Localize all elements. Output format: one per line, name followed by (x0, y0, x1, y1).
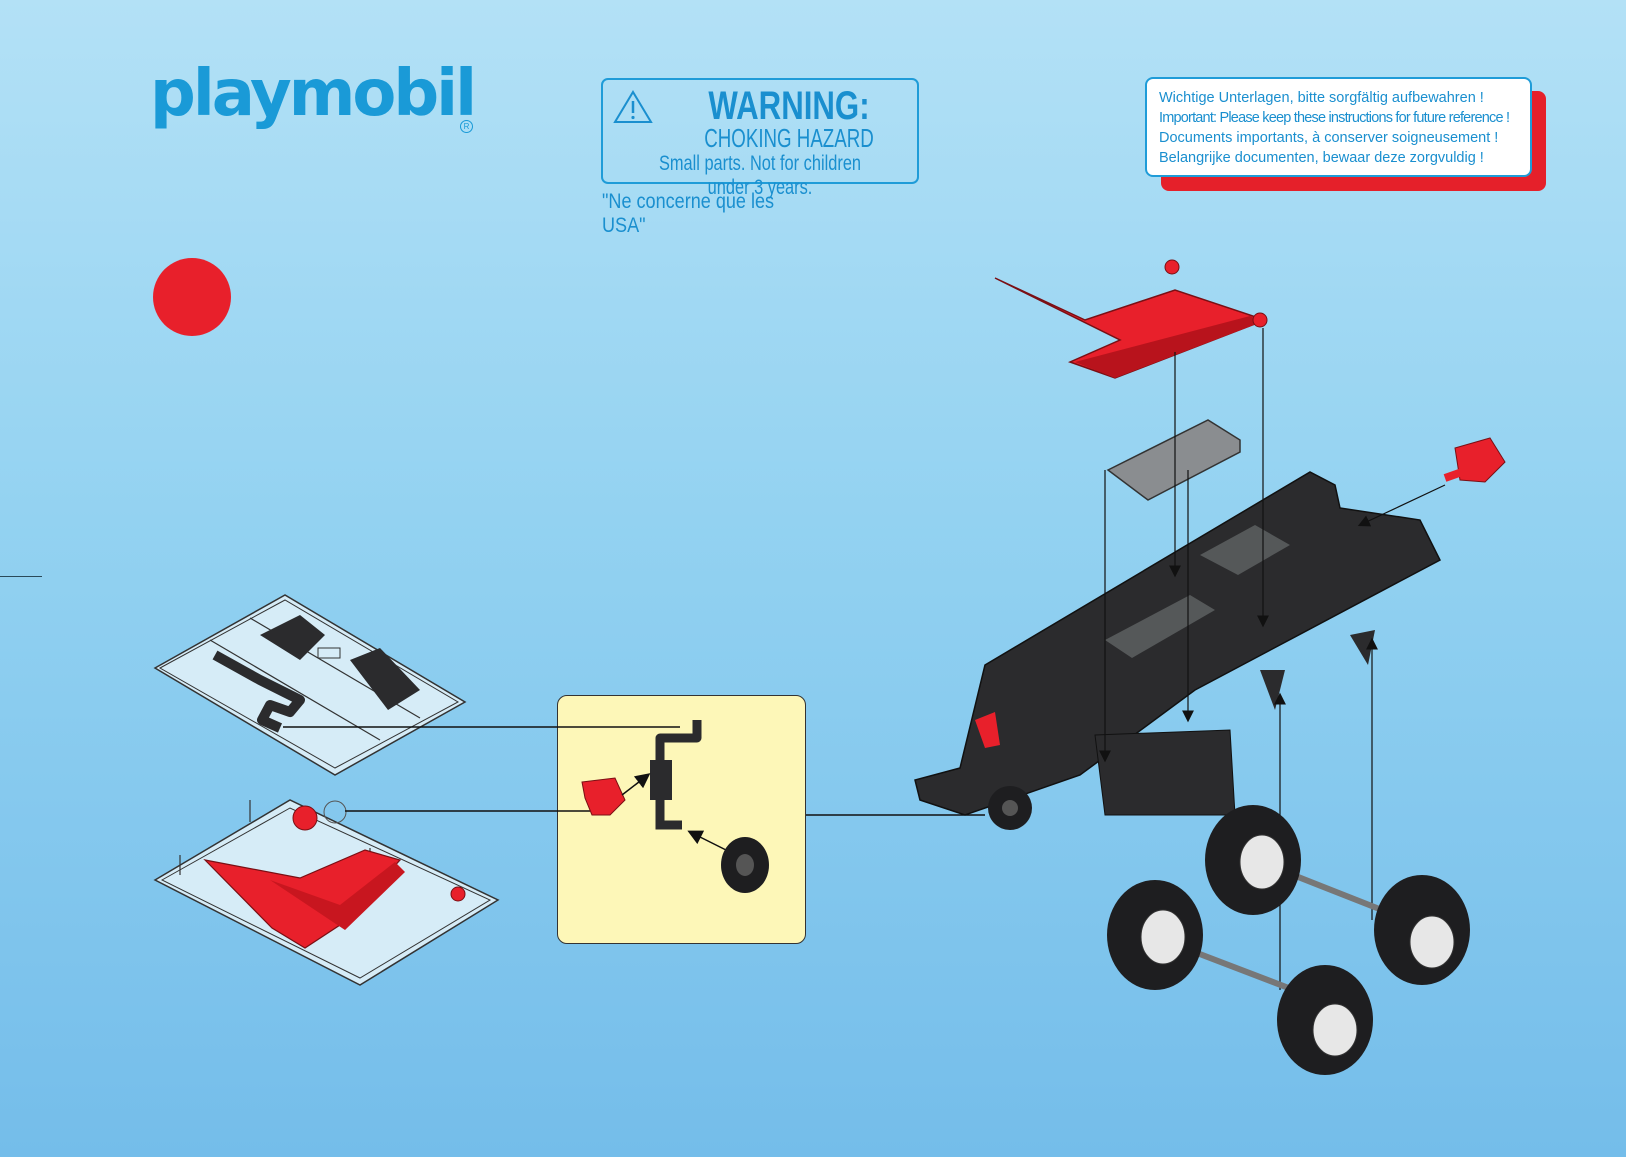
red-hitch-part (1443, 437, 1506, 483)
gray-plate-part (1106, 419, 1241, 501)
registered-mark: R (460, 120, 473, 133)
warning-triangle-icon (613, 90, 653, 123)
trailer-chassis (914, 471, 1441, 830)
documents-line-nl: Belangrijke documenten, bewaar deze zorg… (1159, 150, 1484, 166)
documents-line-fr: Documents importants, à conserver soigne… (1159, 130, 1499, 146)
red-parts-sprue (153, 799, 500, 986)
usa-region-note: "Ne concerne que les USA" (602, 190, 775, 237)
warning-title: WARNING: (708, 84, 870, 128)
red-mudguard-part (994, 259, 1268, 379)
playmobil-logo: playmobil (150, 57, 477, 131)
documents-line-de: Wichtige Unterlagen, bitte sorgfältig au… (1159, 90, 1484, 106)
black-parts-sprue (153, 594, 467, 776)
wheel-axle-assembly (1107, 805, 1470, 1075)
warning-subtitle: CHOKING HAZARD (704, 123, 874, 153)
fold-tick-mark (0, 576, 42, 577)
crank-assembly (581, 720, 769, 893)
warning-detail: Small parts. Not for children under 3 ye… (658, 152, 862, 199)
step-marker-dot (153, 258, 231, 336)
choking-warning-box: WARNING: CHOKING HAZARD Small parts. Not… (601, 78, 919, 199)
documents-notice: Wichtige Unterlagen, bitte sorgfältig au… (1145, 77, 1532, 177)
documents-line-en: Important: Please keep these instruction… (1159, 110, 1510, 126)
